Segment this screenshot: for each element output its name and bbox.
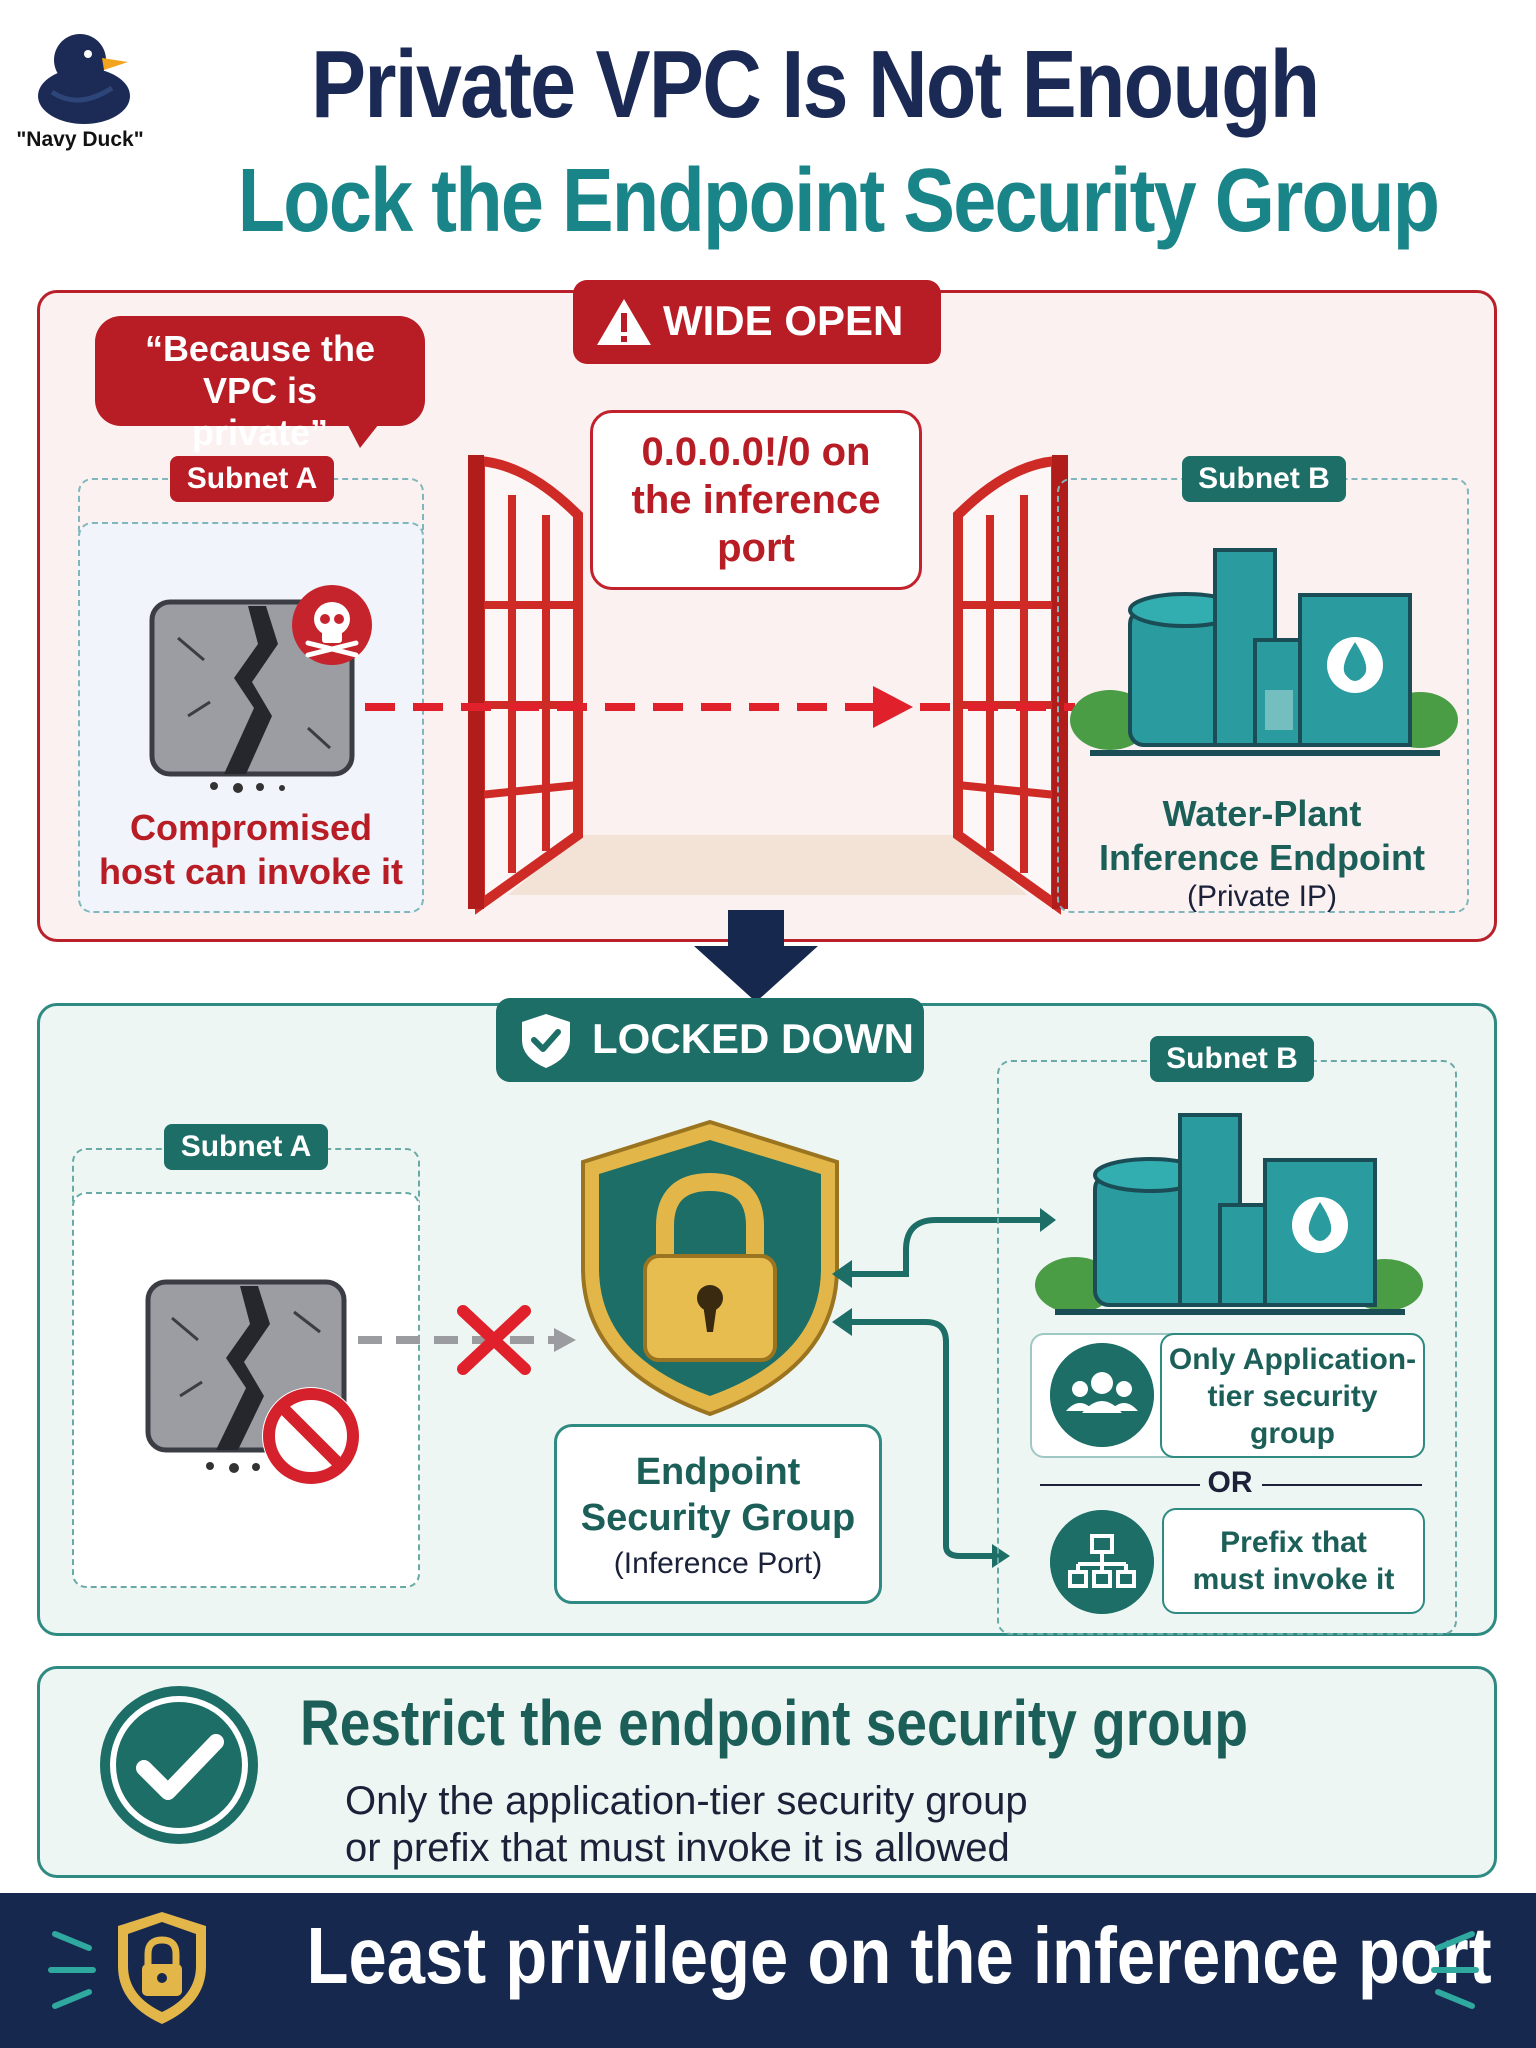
network-prefix-icon <box>1050 1510 1154 1614</box>
subnet-a-tag-locked: Subnet A <box>164 1124 328 1170</box>
wide-open-banner: WIDE OPEN <box>573 280 941 364</box>
or-divider-right <box>1262 1484 1422 1486</box>
bubble-tail <box>340 410 390 448</box>
warning-icon <box>597 299 651 345</box>
water-plant-icon <box>1070 548 1458 756</box>
locked-down-banner: LOCKED DOWN <box>496 998 924 1082</box>
shield-check-icon <box>522 1014 570 1068</box>
summary-line-2: or prefix that must invoke it is allowed <box>345 1826 1010 1870</box>
page-title: Private VPC Is Not Enough <box>311 31 1320 138</box>
duck-icon <box>38 34 130 124</box>
footer-banner <box>0 1893 1536 2048</box>
endpoint-sg-box: Endpoint Security Group (Inference Port) <box>554 1424 882 1604</box>
blocked-arrow <box>358 1328 576 1352</box>
locked-down-label: LOCKED DOWN <box>592 1015 914 1062</box>
users-group-icon <box>1050 1343 1154 1447</box>
port-rule-callout: 0.0.0.0!/0 on the inference port <box>590 410 922 590</box>
water-plant-icon <box>1035 1113 1423 1315</box>
page-subtitle: Lock the Endpoint Security Group <box>237 151 1440 251</box>
blocked-icon <box>262 1387 360 1485</box>
compromised-caption: Compromised host can invoke it <box>98 807 404 892</box>
sg-note: (Inference Port) <box>613 1547 823 1580</box>
footer-text: Least privilege on the inference port <box>306 1911 1492 2000</box>
subnet-a-tag: Subnet A <box>170 456 334 502</box>
open-gate-illustration <box>468 455 1068 915</box>
transition-arrow <box>694 910 818 1002</box>
endpoint-name: Water-Plant Inference Endpoint <box>1098 793 1426 878</box>
wide-open-label: WIDE OPEN <box>663 297 904 344</box>
sg-title: Endpoint Security Group <box>580 1451 856 1539</box>
summary-title: Restrict the endpoint security group <box>300 1687 1249 1759</box>
attack-arrow <box>365 686 1075 728</box>
subnet-b-tag-locked: Subnet B <box>1150 1036 1314 1082</box>
quote-bubble: “Because the VPC is private” <box>95 316 425 453</box>
or-divider-left <box>1040 1484 1200 1486</box>
or-label: OR <box>1207 1466 1253 1499</box>
option-app-tier: Only Application-tier security group <box>1160 1333 1425 1458</box>
summary-line-1: Only the application-tier security group <box>345 1779 1028 1823</box>
check-circle-icon <box>100 1686 258 1844</box>
x-mark-icon <box>457 1305 531 1375</box>
skull-icon <box>292 585 372 665</box>
brand-name: "Navy Duck" <box>16 128 144 151</box>
lock-shield-icon <box>118 1912 206 2024</box>
option-prefix: Prefix that must invoke it <box>1162 1508 1425 1614</box>
subnet-b-tag: Subnet B <box>1182 456 1346 502</box>
endpoint-note: (Private IP) <box>1186 880 1338 913</box>
footer-rays-left <box>48 1931 96 2009</box>
lock-shield-icon <box>581 1119 839 1417</box>
summary-body: Only the application-tier security group… <box>345 1778 1425 1872</box>
allow-arrows <box>832 1208 1056 1568</box>
summary-panel <box>37 1666 1497 1878</box>
footer-rays-right <box>1431 1931 1479 2009</box>
